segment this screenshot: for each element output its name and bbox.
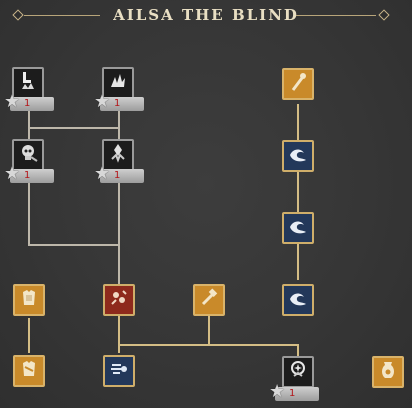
rank-badge: ★ 1 — [269, 383, 319, 401]
wave-icon — [286, 214, 310, 242]
star-icon: ★ — [94, 91, 111, 112]
star-icon: ★ — [94, 163, 111, 184]
rank-badge: ★ 1 — [94, 93, 144, 111]
wave-icon — [286, 142, 310, 170]
rank-value: 1 — [114, 170, 121, 181]
star-icon: ★ — [4, 91, 21, 112]
urn-icon — [376, 358, 400, 386]
rank-badge: ★ 1 — [4, 165, 54, 183]
hammer-icon — [197, 286, 221, 314]
skill-node-shatter[interactable] — [12, 67, 44, 99]
burst-icon — [107, 286, 131, 314]
skill-node-armor-lower[interactable] — [13, 355, 45, 387]
skill-node-wave-1[interactable] — [282, 140, 314, 172]
shards-icon — [106, 69, 130, 97]
staff-icon — [286, 70, 310, 98]
page-title: AILSA THE BLIND — [113, 6, 299, 24]
wave-icon — [286, 286, 310, 314]
skill-node-armor-upper[interactable] — [13, 284, 45, 316]
rank-value: 1 — [114, 98, 121, 109]
skill-node-sigil[interactable] — [282, 356, 314, 388]
rank-badge: ★ 1 — [94, 165, 144, 183]
skill-node-staff[interactable] — [282, 68, 314, 100]
skill-node-hammer[interactable] — [193, 284, 225, 316]
shatter-icon — [16, 69, 40, 97]
divider-right — [296, 15, 376, 16]
star-icon: ★ — [4, 163, 21, 184]
skill-node-burst[interactable] — [103, 284, 135, 316]
skill-node-wave-2[interactable] — [282, 212, 314, 244]
crystal-icon — [106, 141, 130, 169]
dash-icon — [107, 357, 131, 385]
skill-node-urn[interactable] — [372, 356, 404, 388]
sigil-icon — [286, 358, 310, 386]
skill-node-dash[interactable] — [103, 355, 135, 387]
skill-node-wave-3[interactable] — [282, 284, 314, 316]
skill-node-skull[interactable] — [12, 139, 44, 171]
rank-value: 1 — [24, 98, 31, 109]
skull-icon — [16, 141, 40, 169]
divider-left — [24, 15, 100, 16]
header: AILSA THE BLIND — [0, 0, 412, 30]
skill-node-crystal[interactable] — [102, 139, 134, 171]
rank-value: 1 — [24, 170, 31, 181]
armor-icon — [17, 357, 41, 385]
rank-badge: ★ 1 — [4, 93, 54, 111]
star-icon: ★ — [269, 381, 286, 402]
rank-value: 1 — [289, 388, 296, 399]
armor-icon — [17, 286, 41, 314]
